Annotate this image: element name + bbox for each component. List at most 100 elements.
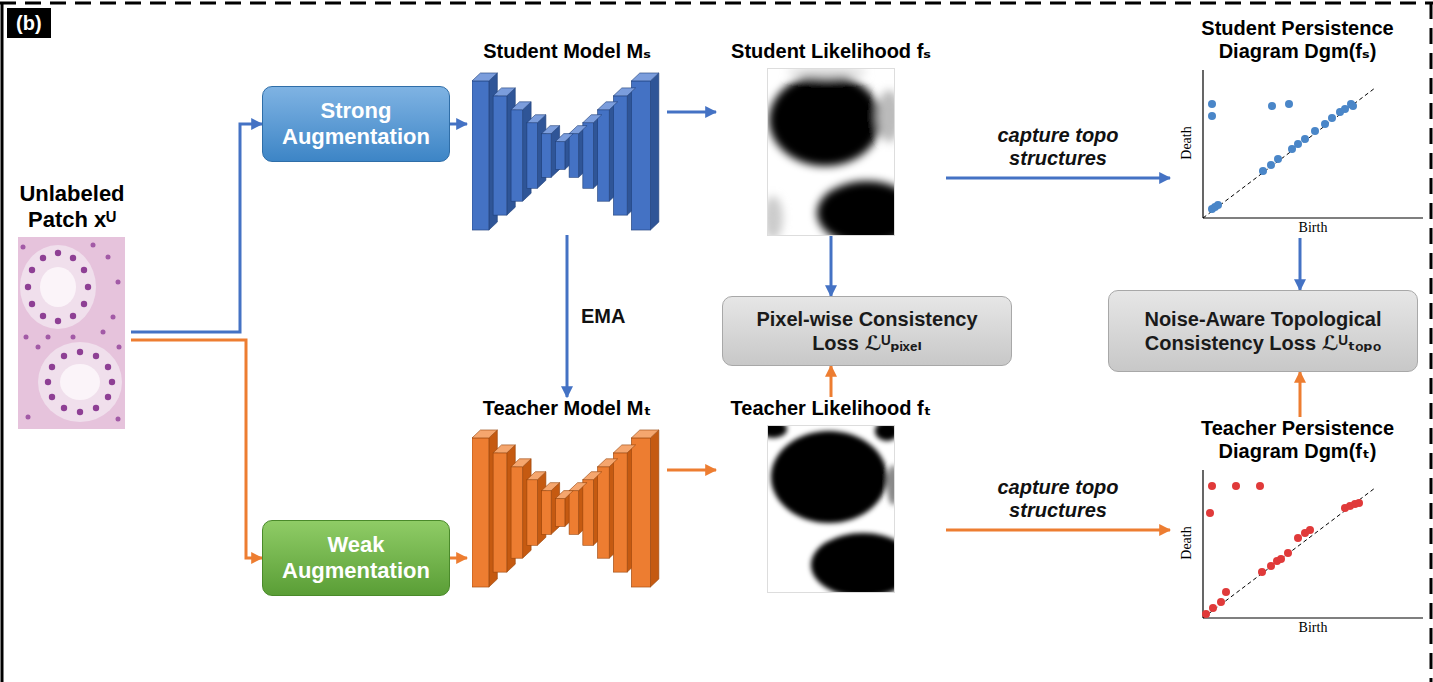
axis-label: Birth bbox=[1299, 220, 1328, 236]
histology-patch-part bbox=[117, 345, 122, 350]
teacher-likelihood-map-part bbox=[771, 431, 887, 523]
teacher-persistence-plot-part bbox=[1202, 610, 1210, 618]
histology-patch bbox=[18, 237, 125, 429]
axis-label: Birth bbox=[1299, 620, 1328, 636]
teacher-persistence-plot-part bbox=[1232, 482, 1240, 490]
histology-patch-part bbox=[81, 301, 87, 307]
teacher-likelihood-map-part bbox=[875, 425, 895, 441]
histology-patch-part bbox=[101, 330, 106, 335]
illustration-slot bbox=[831, 68, 832, 236]
histology-patch-part bbox=[24, 335, 29, 340]
illustration-slot bbox=[72, 237, 73, 429]
loss-box: Noise-Aware Topological Consistency Loss… bbox=[1108, 290, 1418, 372]
histology-patch-part bbox=[45, 379, 51, 385]
flow-arrow bbox=[450, 557, 467, 560]
student-persistence-plot-part bbox=[1349, 102, 1357, 110]
student-persistence-plot-part bbox=[1214, 201, 1222, 209]
student-persistence-plot-part bbox=[1208, 112, 1216, 120]
axis-label: Death bbox=[1179, 126, 1195, 159]
axis-label: Death bbox=[1179, 526, 1195, 559]
student-persistence-plot-part bbox=[1285, 100, 1293, 108]
histology-patch-part bbox=[91, 243, 96, 248]
histology-patch-part bbox=[40, 313, 46, 319]
histology-patch-part bbox=[25, 284, 31, 290]
ema-label: EMA bbox=[581, 305, 625, 328]
histology-patch-part bbox=[77, 409, 83, 415]
teacher-likelihood-map-part bbox=[767, 425, 895, 593]
flow-arrow bbox=[667, 111, 716, 114]
student-unet-part bbox=[472, 73, 659, 142]
student-persistence-plot-part bbox=[1321, 120, 1329, 128]
model-node: Teacher Model Mₜ bbox=[467, 397, 667, 592]
model-node: Student Model Mₛ bbox=[467, 40, 667, 235]
augmentation-box: Strong Augmentation bbox=[262, 86, 450, 162]
histology-patch-part bbox=[105, 364, 111, 370]
student-likelihood-map-part bbox=[787, 68, 867, 78]
persistence-node: Teacher Persistence Diagram Dgm(fₜ) bbox=[1170, 417, 1425, 638]
teacher-persistence-plot-part bbox=[1258, 568, 1266, 576]
loss-text: Pixel-wise Consistency Loss ℒᵁₚᵢₓₑₗ bbox=[735, 307, 999, 355]
model-heading: Teacher Model Mₜ bbox=[483, 397, 652, 420]
histology-patch-part bbox=[55, 250, 61, 256]
flow-arrow bbox=[1299, 238, 1302, 290]
patch-heading: Unlabeled Patch xᵁ bbox=[14, 181, 130, 232]
loss-text: Noise-Aware Topological Consistency Loss… bbox=[1121, 307, 1405, 355]
histology-patch-part bbox=[61, 405, 67, 411]
histology-patch-part bbox=[55, 318, 61, 324]
persistence-heading: Teacher Persistence Diagram Dgm(fₜ) bbox=[1170, 417, 1425, 463]
student-persistence-plot-part bbox=[1202, 70, 1203, 218]
histology-patch-part bbox=[116, 417, 121, 422]
histology-patch-part bbox=[18, 237, 125, 429]
histology-patch-part bbox=[21, 243, 122, 422]
student-persistence-plot-part bbox=[1311, 127, 1319, 135]
flow-arrow bbox=[830, 236, 833, 296]
teacher-persistence-plot-part bbox=[1256, 482, 1264, 490]
histology-patch-part bbox=[26, 415, 31, 420]
histology-patch-part bbox=[116, 280, 121, 285]
histology-patch-part bbox=[29, 267, 35, 273]
teacher-likelihood-map-part bbox=[767, 425, 787, 438]
augmentation-box: Weak Augmentation bbox=[262, 520, 450, 596]
student-likelihood-map-part bbox=[877, 90, 895, 142]
histology-patch-part bbox=[25, 250, 115, 415]
flow-arrow bbox=[1299, 372, 1302, 417]
histology-patch-part bbox=[105, 394, 111, 400]
model-heading: Student Model Mₛ bbox=[483, 40, 651, 63]
persistence-node: Student Persistence Diagram Dgm(fₛ) bbox=[1170, 17, 1425, 238]
histology-patch-part bbox=[93, 353, 99, 359]
histology-patch-part bbox=[49, 394, 55, 400]
student-persistence-plot-part bbox=[1274, 155, 1282, 163]
histology-patch-part bbox=[29, 301, 35, 307]
student-persistence-plot-part bbox=[1341, 105, 1349, 113]
teacher-persistence-plot-part bbox=[1206, 509, 1214, 517]
loss-box: Pixel-wise Consistency Loss ℒᵁₚᵢₓₑₗ bbox=[722, 296, 1012, 366]
histology-patch-part bbox=[81, 267, 87, 273]
flow-arrow bbox=[946, 177, 1170, 180]
panel-frame-part bbox=[0, 2, 1433, 5]
student-likelihood-map-part bbox=[767, 68, 895, 236]
student-unet bbox=[472, 68, 662, 235]
teacher-persistence-plot-part bbox=[1284, 549, 1292, 557]
teacher-persistence-plot bbox=[1175, 468, 1425, 638]
flow-arrow bbox=[566, 235, 569, 397]
student-likelihood-map-part bbox=[769, 74, 881, 166]
student-persistence-plot-part bbox=[1208, 100, 1216, 108]
student-persistence-plot-part bbox=[1328, 114, 1336, 122]
teacher-persistence-plot-part bbox=[1217, 598, 1225, 606]
teacher-persistence-plot-part bbox=[1294, 534, 1302, 542]
student-likelihood-map bbox=[767, 68, 895, 236]
teacher-likelihood-map-part bbox=[887, 465, 895, 505]
illustration-slot bbox=[1297, 68, 1298, 238]
teacher-persistence-plot-part bbox=[1202, 482, 1363, 618]
student-persistence-plot-part bbox=[1294, 140, 1302, 148]
edge-label: capture topo structures bbox=[963, 476, 1153, 522]
patch-node: Unlabeled Patch xᵁ bbox=[13, 181, 131, 429]
flow-arrow bbox=[946, 529, 1170, 532]
student-persistence-plot-part bbox=[1203, 88, 1375, 218]
histology-patch-part bbox=[40, 267, 76, 307]
histology-patch-part bbox=[36, 345, 41, 350]
panel-frame-part bbox=[1, 3, 4, 682]
illustration-slot bbox=[831, 425, 832, 593]
histology-patch-part bbox=[21, 245, 26, 250]
